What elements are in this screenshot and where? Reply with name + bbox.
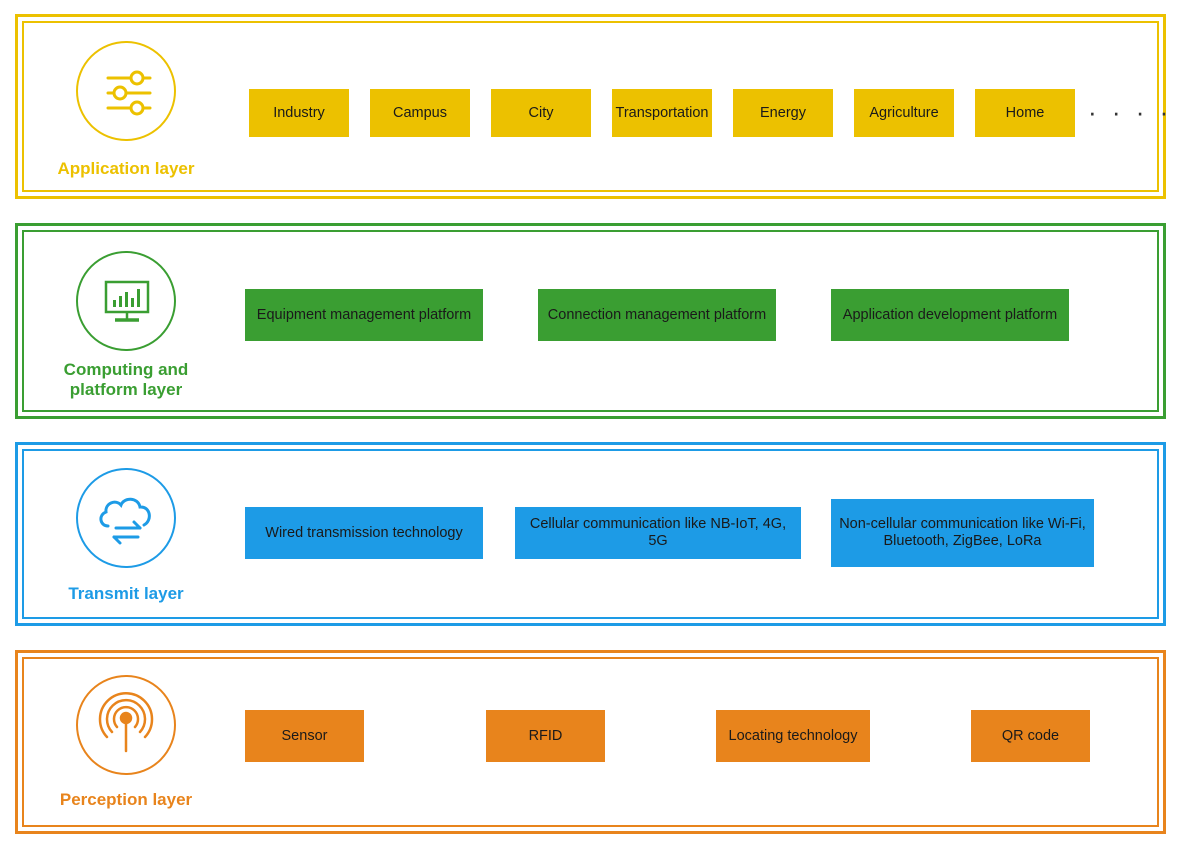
non-cellular-line2: Bluetooth, ZigBee, LoRa — [883, 533, 1042, 549]
sliders-icon — [76, 41, 176, 141]
non-cellular-communication: Non-cellular communication like Wi-Fi, B… — [831, 499, 1094, 567]
app-item-energy: Energy — [733, 89, 833, 137]
wired-transmission-technology: Wired transmission technology — [245, 507, 483, 559]
app-item-home: Home — [975, 89, 1075, 137]
perception-layer — [15, 650, 1166, 834]
app-item-industry: Industry — [249, 89, 349, 137]
computing-layer-title: Computing and platform layer — [26, 360, 226, 400]
app-item-agriculture: Agriculture — [854, 89, 954, 137]
antenna-signal-icon — [76, 675, 176, 775]
computing-title-line2: platform layer — [69, 380, 183, 399]
computing-title-line1: Computing and — [63, 360, 189, 379]
application-layer-inner-border — [22, 21, 1159, 192]
transmit-layer-title: Transmit layer — [68, 584, 184, 603]
cloud-transfer-icon — [76, 468, 176, 568]
connection-management-platform: Connection management platform — [538, 289, 776, 341]
cellular-communication: Cellular communication like NB-IoT, 4G, … — [515, 507, 801, 559]
transmit-layer-inner-border — [22, 449, 1159, 619]
perception-layer-inner-border — [22, 657, 1159, 827]
computing-platform-layer — [15, 223, 1166, 419]
sensor: Sensor — [245, 710, 364, 762]
transmit-layer — [15, 442, 1166, 626]
more-ellipsis: · · · · — [1088, 97, 1173, 127]
application-layer — [15, 14, 1166, 199]
application-development-platform: Application development platform — [831, 289, 1069, 341]
app-item-city: City — [491, 89, 591, 137]
monitor-chart-icon — [76, 251, 176, 351]
perception-layer-title: Perception layer — [59, 790, 193, 809]
locating-technology: Locating technology — [716, 710, 870, 762]
qr-code: QR code — [971, 710, 1090, 762]
application-layer-title: Application layer — [57, 159, 195, 178]
rfid: RFID — [486, 710, 605, 762]
app-item-transportation: Transportation — [612, 89, 712, 137]
computing-layer-inner-border — [22, 230, 1159, 412]
non-cellular-line1: Non-cellular communication like Wi-Fi, — [839, 516, 1086, 532]
equipment-management-platform: Equipment management platform — [245, 289, 483, 341]
app-item-campus: Campus — [370, 89, 470, 137]
